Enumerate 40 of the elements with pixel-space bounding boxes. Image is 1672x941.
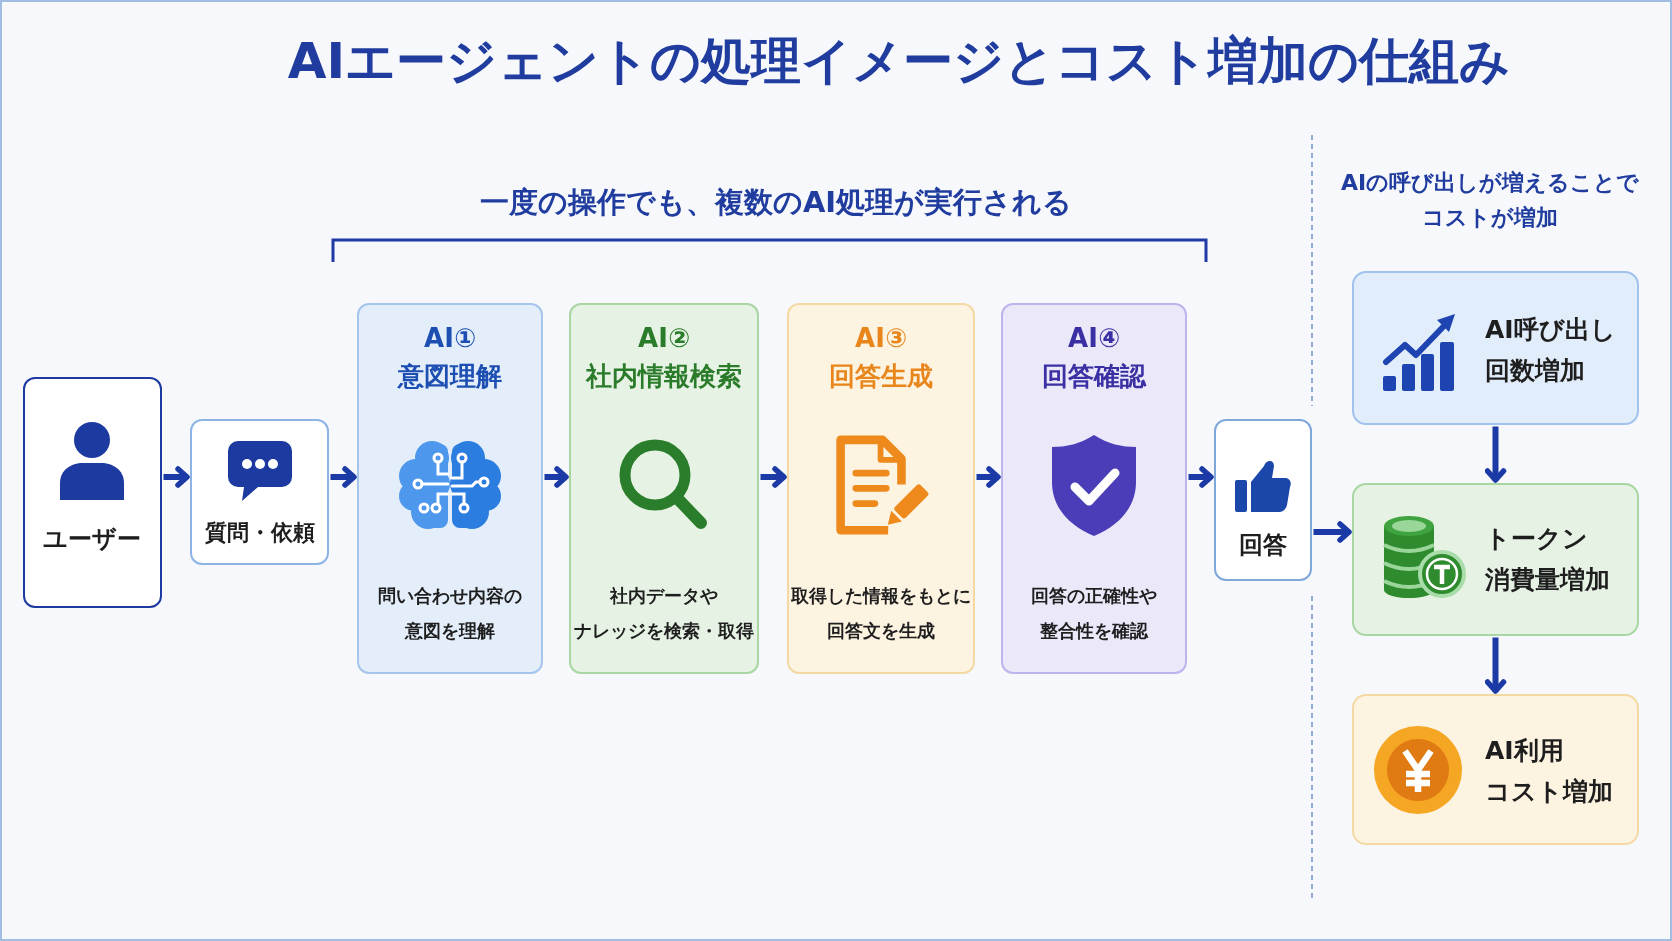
step-card	[787, 303, 975, 674]
arrow	[330, 466, 357, 488]
card-label: AI呼び出し回数増加	[1485, 313, 1617, 387]
step-card	[569, 303, 759, 674]
step-description: 社内データやナレッジを検索・取得	[573, 585, 755, 643]
step-number: AI③	[855, 322, 907, 356]
card-label: 質問・依頼	[204, 518, 315, 547]
card-label: AI利用コスト増加	[1485, 734, 1614, 808]
cost-card	[1352, 483, 1639, 636]
card-label: トークン消費量増加	[1485, 523, 1611, 596]
arrow	[760, 466, 787, 488]
section-heading: 一度の操作でも、複数のAI処理が実行される	[479, 184, 1073, 222]
arrow	[1188, 466, 1214, 488]
arrow	[1484, 637, 1507, 694]
title: AIエージェントの処理イメージとコスト増加の仕組み	[287, 30, 1511, 92]
arrow	[163, 466, 190, 488]
arrow	[976, 466, 1001, 488]
arrow	[1484, 426, 1507, 483]
cost-card	[1352, 271, 1639, 425]
step-title: 回答生成	[829, 360, 933, 394]
arrow	[1313, 521, 1352, 543]
card-label: 回答	[1239, 530, 1287, 562]
step-number: AI④	[1068, 322, 1120, 356]
step-card	[1001, 303, 1187, 674]
step-title: 社内情報検索	[586, 360, 742, 394]
step-description: 回答の正確性や整合性を確認	[1030, 585, 1158, 643]
step-number: AI①	[424, 322, 476, 356]
step-description: 取得した情報をもとに回答文を生成	[790, 585, 972, 643]
side-heading: AIの呼び出しが増えることでコストが増加	[1339, 169, 1641, 232]
step-title: 意図理解	[398, 360, 502, 394]
card-label: ユーザー	[43, 523, 141, 555]
request-card	[190, 419, 329, 565]
cost-card	[1352, 694, 1639, 845]
user-card	[23, 377, 162, 608]
arrow	[544, 466, 569, 488]
step-number: AI②	[638, 322, 690, 356]
answer-card	[1214, 419, 1312, 581]
step-card	[357, 303, 543, 674]
step-title: 回答確認	[1042, 360, 1146, 394]
step-description: 問い合わせ内容の意図を理解	[377, 585, 523, 643]
